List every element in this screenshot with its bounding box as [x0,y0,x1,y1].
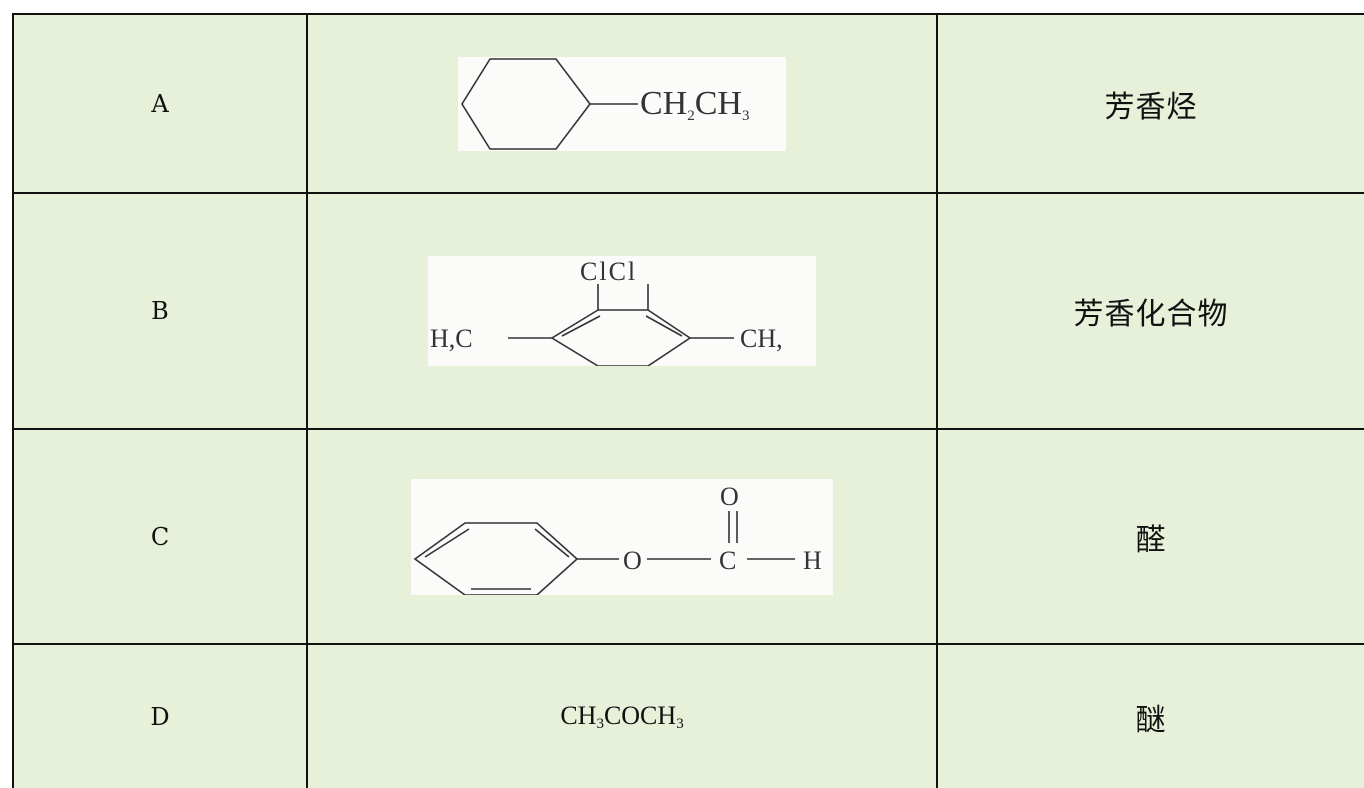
table-row-c-structure: O O C H [308,430,936,643]
acetone-formula: CH3COCH3 [560,700,684,732]
benzene-ring [413,521,579,595]
methyl-label-left: H,C [430,324,473,353]
category-label: 醚 [1135,702,1167,738]
option-label: A [151,89,169,118]
formula-subscript: 3 [742,108,750,124]
formula-subscript: 2 [687,108,695,124]
option-label: C [150,522,170,551]
table-row-a-structure: CH2CH3 [308,15,936,192]
double-bond-inner-1 [561,315,601,337]
carbonyl-oxygen-label: O [720,482,739,511]
formula-part: CH [695,85,742,122]
formula-part: CH [640,85,687,122]
category-label: 醛 [1135,522,1167,558]
double-bond-inner-1 [424,527,470,558]
table-row-a-category: 芳香烃 [938,15,1364,192]
table-border-left [12,13,14,788]
option-label: B [151,297,169,325]
carbonyl-carbon-label: C [719,546,736,575]
table-row-b-category: 芳香化合物 [938,194,1364,428]
table-row-b-structure: ClCl H,C CH, [308,194,936,428]
double-bond-inner-2 [534,527,570,558]
table-border-top [12,13,1364,15]
chlorine-labels: ClCl [580,257,637,286]
table-row-c-category: 醛 [938,430,1364,643]
table-row-d-category: 醚 [938,645,1364,788]
dichloro-dimethylbenzene-structure-image: ClCl H,C CH, [428,256,816,366]
table-row-d-structure: CH3COCH3 [308,645,936,788]
ester-oxygen-label: O [623,546,642,575]
category-label: 芳香化合物 [1073,297,1229,332]
option-label: D [150,702,170,731]
category-label: 芳香烃 [1104,89,1198,125]
table-row-a-option: A [14,15,306,192]
options-table: A CH2CH3 芳香烃 B ClCl H,C CH, 芳香化 [12,13,1364,788]
benzene-ring [550,309,692,366]
table-divider-1 [306,13,308,788]
table-row-c-option: C [14,430,306,643]
row-divider-3 [12,643,1364,645]
ethylcyclohexane-structure-image: CH2CH3 [458,56,786,151]
cyclohexane-ring [461,57,592,150]
double-bond-inner-2 [645,315,683,337]
table-row-b-option: B [14,194,306,428]
row-divider-2 [12,428,1364,430]
hydrogen-label: H [803,546,822,575]
row-divider-1 [12,192,1364,194]
methyl-label-right: CH, [740,324,783,353]
svg-text:CH2CH3: CH2CH3 [640,85,749,124]
table-divider-2 [936,13,938,788]
table-row-d-option: D [14,645,306,788]
phenyl-formate-structure-image: O O C H [411,478,833,595]
